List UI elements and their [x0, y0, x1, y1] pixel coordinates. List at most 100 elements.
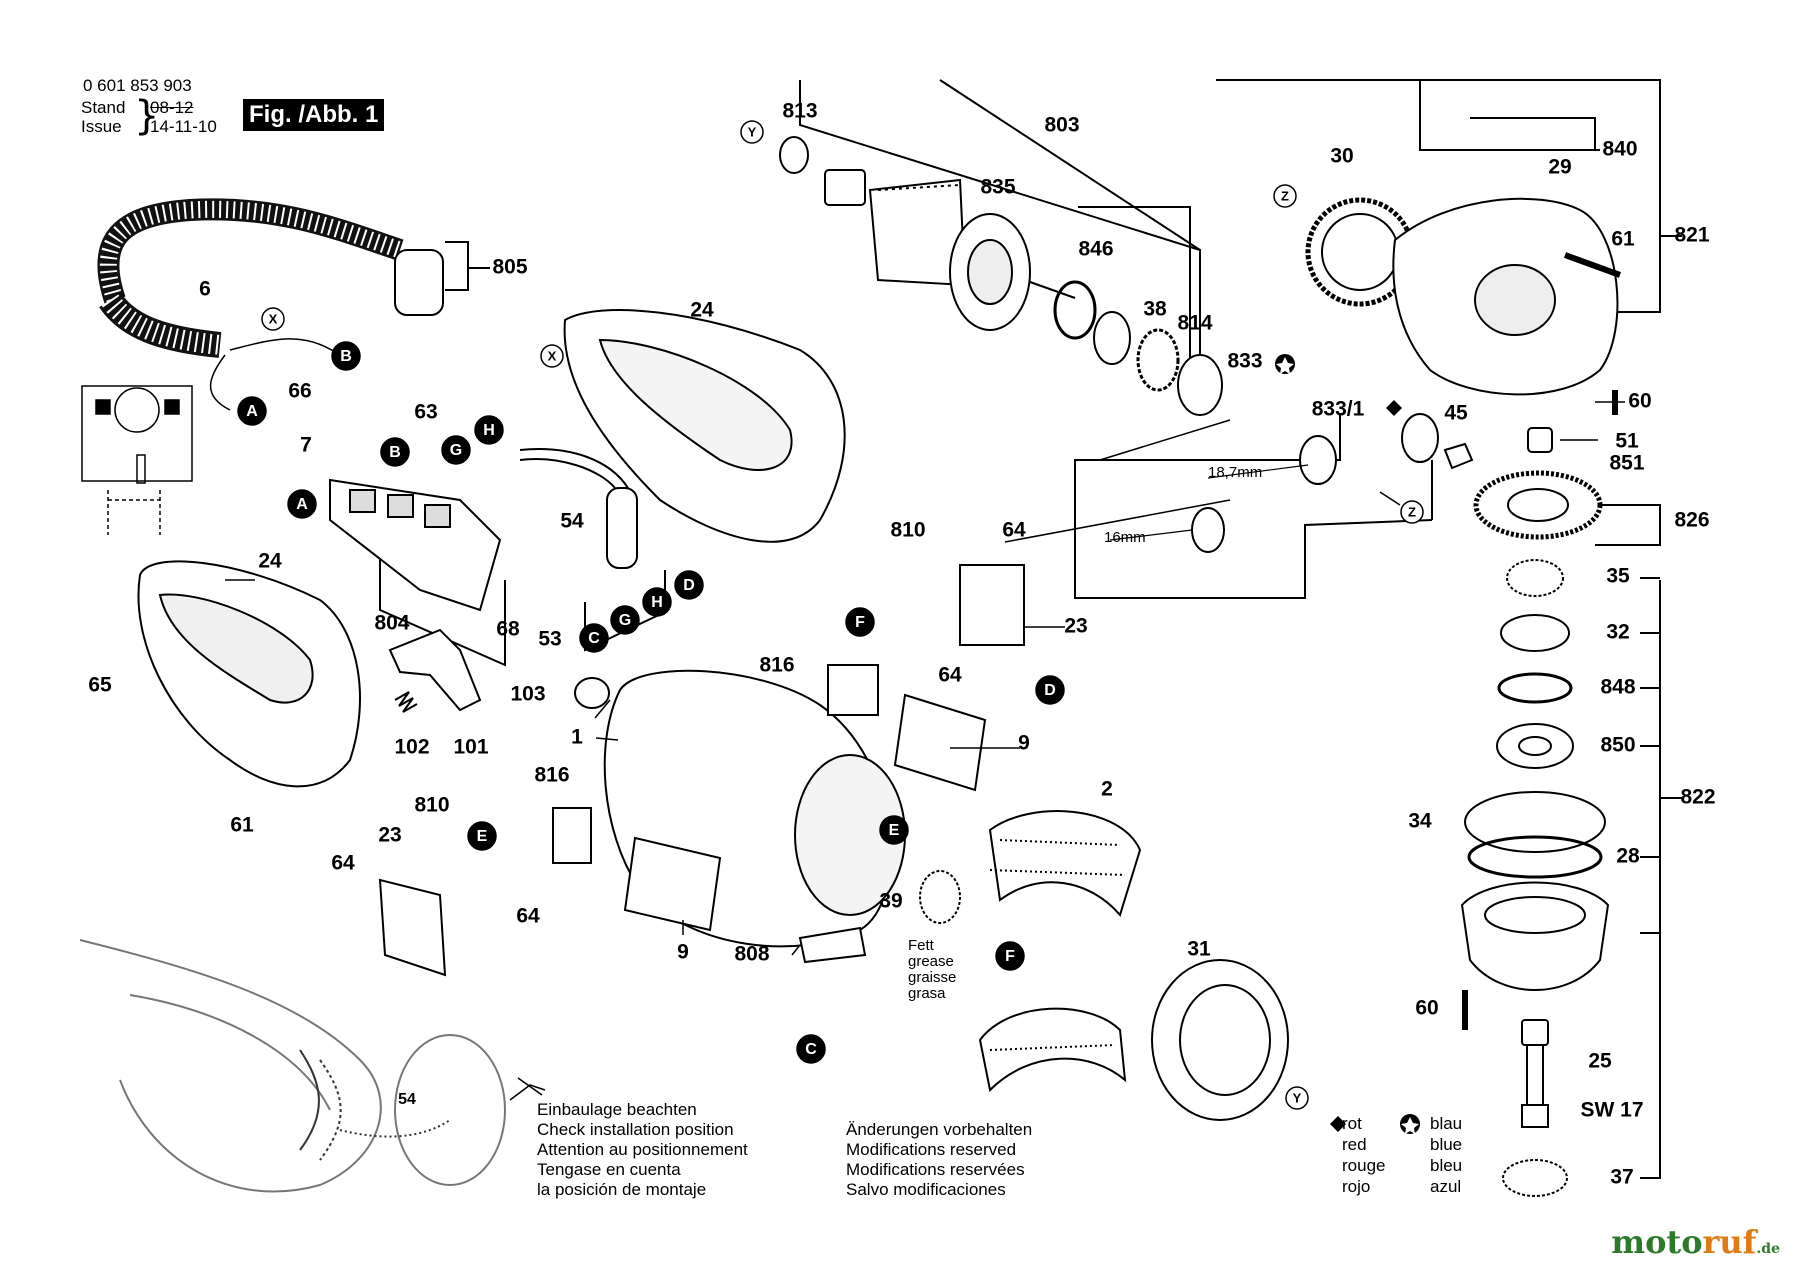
callout-cY1: Y	[740, 120, 764, 144]
install-note-fr: Attention au positionnement	[537, 1140, 748, 1159]
part-label-p810a: 810	[890, 519, 925, 542]
part-label-p7: 7	[300, 434, 312, 457]
callout-cA2: A	[287, 489, 317, 519]
callout-letter: Z	[1408, 504, 1416, 519]
dim-18-7mm: 18,7mm	[1208, 464, 1262, 481]
callout-circle-icon	[796, 1034, 826, 1064]
callout-letter: X	[269, 311, 278, 326]
brace-icon: }	[134, 93, 160, 139]
grease-fr: graisse	[908, 969, 957, 986]
stand-value: 08-12	[150, 98, 194, 117]
part-label-p835: 835	[980, 176, 1015, 199]
grease-es: grasa	[908, 985, 946, 1002]
install-note-es: Tengase en cuenta	[537, 1160, 681, 1179]
callout-cH1: H	[474, 415, 504, 445]
capacitor-54	[519, 448, 638, 569]
callout-cX2: X	[540, 344, 564, 368]
flange-34	[1464, 791, 1606, 853]
callout-cZ1: Z	[1273, 184, 1297, 208]
callout-cY2: Y	[1285, 1086, 1309, 1110]
circuit-schematic	[81, 385, 193, 535]
bearing-flange	[1460, 881, 1610, 991]
part-label-p846: 846	[1078, 238, 1113, 261]
part-label-p804: 804	[374, 612, 409, 635]
mod-note-de: Änderungen vorbehalten	[846, 1120, 1033, 1139]
stand-label: Stand	[81, 98, 126, 117]
callout-letter: E	[477, 828, 488, 845]
part-label-p2: 2	[1101, 778, 1113, 801]
bracket-821	[1216, 79, 1661, 313]
part-label-p64c: 64	[331, 852, 355, 875]
callout-cG2: G	[610, 605, 640, 635]
power-cable-805	[97, 198, 444, 411]
callout-cZ2: Z	[1400, 500, 1424, 524]
spring-102	[394, 691, 418, 713]
circlip-848	[1497, 672, 1573, 704]
part-label-p6: 6	[199, 278, 211, 301]
switch-lever-101	[388, 628, 482, 712]
part-label-p32: 32	[1606, 621, 1629, 644]
mod-note-fr: Modifications reservées	[846, 1160, 1025, 1179]
grease-note: Fett grease graisse grasa	[908, 938, 956, 1002]
washer-38	[1093, 311, 1131, 365]
callout-letter: A	[296, 496, 308, 513]
legend-red-es: rojo	[1342, 1177, 1371, 1196]
part-label-p103: 103	[510, 683, 545, 706]
bearing-833	[1177, 354, 1223, 416]
callout-letter: G	[450, 442, 462, 459]
part-label-p810b: 810	[414, 794, 449, 817]
callout-letter: D	[683, 577, 695, 594]
bearing-833-1	[1299, 435, 1337, 485]
part-label-p34: 34	[1408, 810, 1432, 833]
bracket-814	[1078, 206, 1191, 395]
brush-holder-816-bottom	[552, 807, 592, 864]
callout-circle-icon	[845, 607, 875, 637]
callout-letter: H	[483, 422, 495, 439]
part-label-p31: 31	[1187, 938, 1211, 961]
label-9-bottom	[623, 836, 722, 932]
part-label-p63: 63	[414, 401, 437, 424]
housing-half-24-bottom	[137, 560, 361, 788]
callout-circle-icon	[995, 941, 1025, 971]
fan-31	[1151, 959, 1289, 1121]
callout-cE1: E	[467, 821, 497, 851]
callout-cH2: H	[642, 587, 672, 617]
part-label-p54: 54	[560, 510, 584, 533]
callout-letter: F	[1005, 948, 1015, 965]
brush-holder-816-top	[827, 664, 879, 716]
part-label-p814: 814	[1177, 312, 1212, 335]
part-label-sw17: SW 17	[1580, 1099, 1643, 1122]
part-label-p24a: 24	[690, 299, 714, 322]
install-note-es-2: la posición de montaje	[537, 1180, 707, 1199]
cover-23-bottom	[378, 878, 447, 977]
field-coil-lower	[978, 1007, 1127, 1093]
grease-de: Fett	[908, 937, 934, 954]
crown-gear-30	[1305, 197, 1415, 307]
armature-835	[824, 169, 1076, 331]
part-label-p28: 28	[1616, 845, 1640, 868]
part-label-p803: 803	[1044, 114, 1079, 137]
part-label-p826: 826	[1674, 509, 1709, 532]
part-label-p9b: 9	[677, 941, 689, 964]
legend-red-de: rot	[1342, 1114, 1362, 1133]
nut-37	[1502, 1159, 1568, 1197]
callout-circle-icon	[331, 341, 361, 371]
callout-circle-icon	[1035, 675, 1065, 705]
part-label-p60b: 60	[1415, 997, 1438, 1020]
callout-letter: D	[1044, 682, 1056, 699]
screw-61-right	[1563, 252, 1622, 278]
callout-circle-icon	[1273, 184, 1297, 208]
callout-letter: B	[340, 348, 352, 365]
callout-cF2: F	[995, 941, 1025, 971]
label-808	[798, 926, 867, 964]
part-label-p9a: 9	[1018, 732, 1030, 755]
housing-half-24-top	[563, 309, 846, 543]
mod-note-es: Salvo modificaciones	[846, 1180, 1006, 1199]
bracket-822	[1640, 580, 1661, 1179]
part-label-p23b: 23	[378, 824, 401, 847]
seal-32	[1500, 614, 1570, 652]
part-label-p822: 822	[1680, 786, 1715, 809]
part-label-p61b: 61	[230, 814, 254, 837]
